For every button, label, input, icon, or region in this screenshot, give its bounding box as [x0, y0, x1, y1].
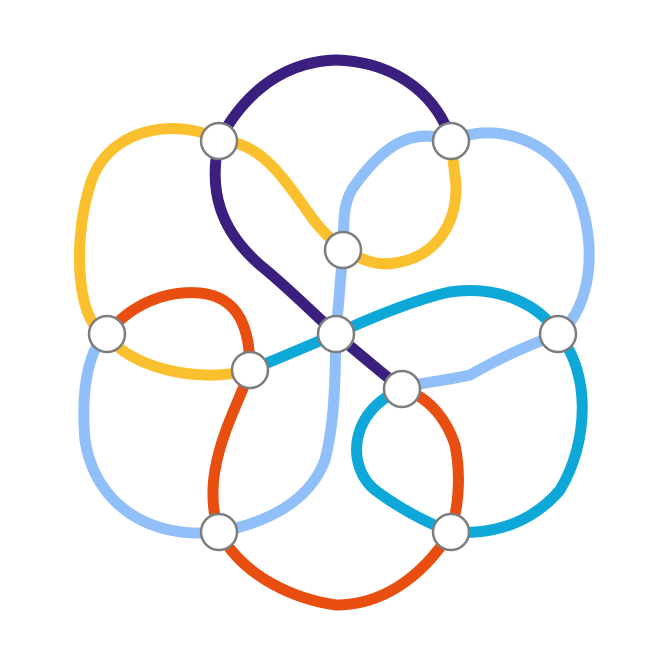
purple-loop — [209, 54, 457, 395]
nodes-layer — [87, 121, 578, 552]
cyan-loop — [244, 285, 588, 538]
light-blue-loop — [78, 127, 595, 539]
yellow-loop — [73, 123, 462, 381]
crossing-node — [199, 121, 239, 161]
crossing-node — [199, 512, 239, 552]
crossing-node — [323, 230, 363, 270]
red-orange-loop — [101, 287, 464, 611]
crossing-node — [431, 121, 471, 161]
crossing-node — [431, 512, 471, 552]
crossing-node — [316, 314, 356, 354]
crossing-node — [382, 369, 422, 409]
crossing-node — [230, 350, 270, 390]
crossing-node — [87, 314, 127, 354]
crossing-node — [538, 314, 578, 354]
